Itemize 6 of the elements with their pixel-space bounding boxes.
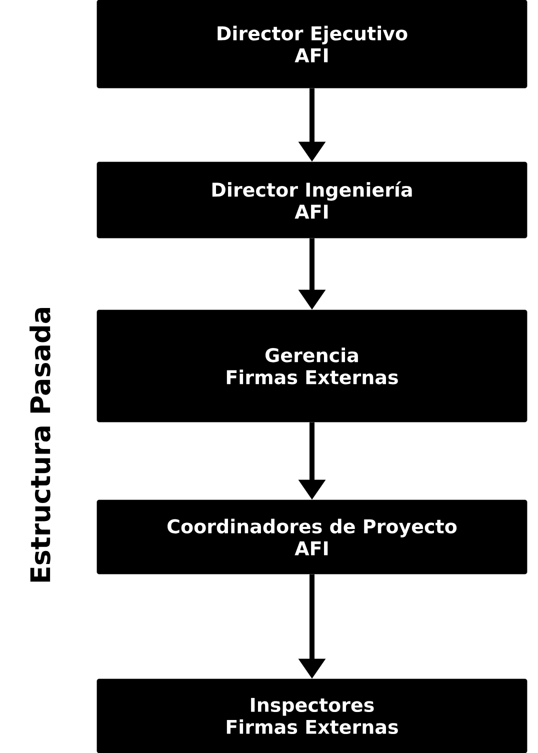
- process-box: Director Ejecutivo AFI: [96, 0, 528, 88]
- process-box: Director Ingeniería AFI: [96, 162, 528, 238]
- process-box: Gerencia Firmas Externas: [96, 310, 528, 422]
- title: Estructura Pasada: [30, 308, 50, 582]
- process-box: Inspectores Firmas Externas: [96, 678, 528, 753]
- process-box: Coordinadores de Proyecto AFI: [96, 500, 528, 574]
